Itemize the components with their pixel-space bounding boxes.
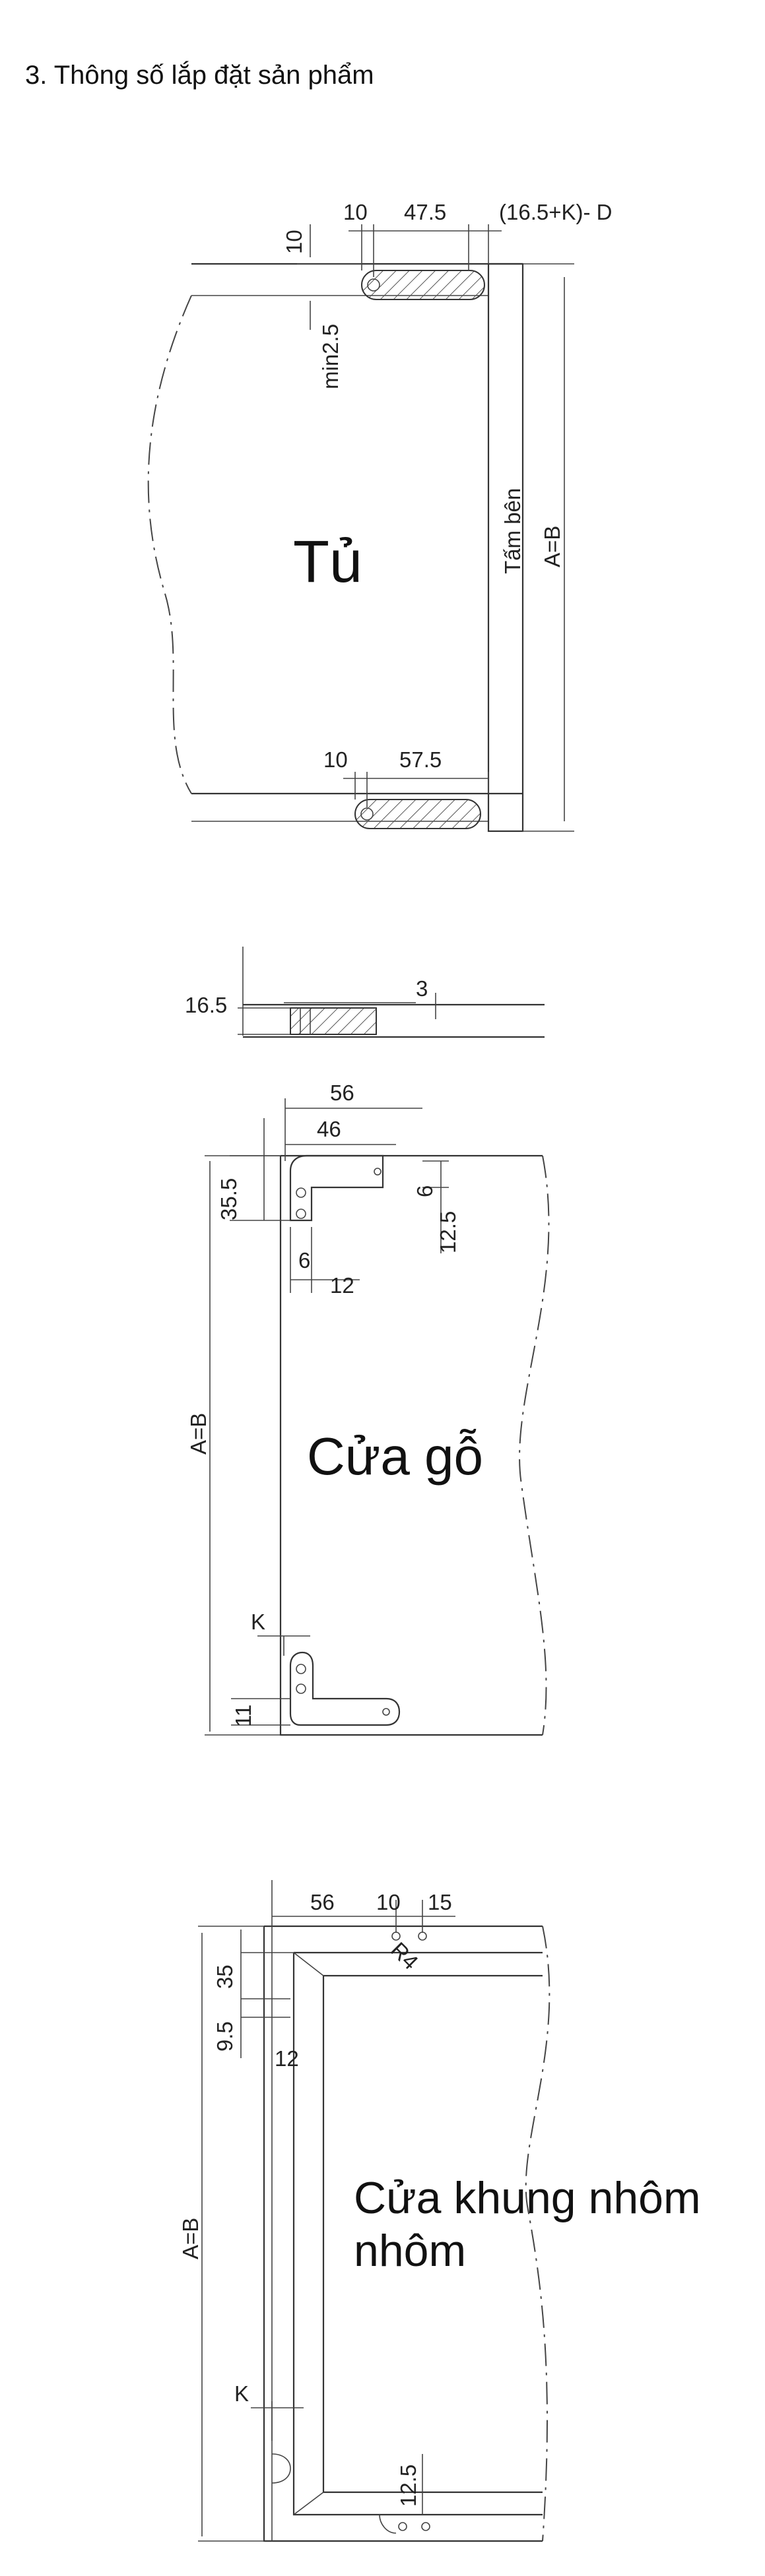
wood-dim-12-5: 12.5	[436, 1211, 460, 1253]
section-dim-16-5: 16.5	[185, 993, 227, 1017]
wood-dim-6b: 6	[298, 1248, 310, 1272]
wood-dim-12: 12	[330, 1273, 354, 1298]
section-drawing: 16.5 3	[185, 947, 545, 1038]
alu-dim-15: 15	[428, 1890, 452, 1914]
section-dim-3: 3	[416, 976, 428, 1001]
wood-height-label: A=B	[186, 1413, 211, 1455]
cabinet-drawing: 10 47.5 (16.5+K)- D 10 min2.5 10 57.5 Tủ…	[147, 200, 612, 832]
alu-dim-12: 12	[275, 2046, 299, 2071]
alu-dim-35: 35	[213, 1964, 237, 1989]
cabinet-dim-10: 10	[343, 200, 368, 224]
wood-dim-35-5: 35.5	[216, 1178, 241, 1220]
aluminum-door-drawing: 56 10 15 R4 35 9.5 12 K 12.5 A=B Cửa khu…	[178, 1880, 701, 2542]
side-panel-label: Tấm bên	[500, 488, 525, 574]
alu-dim-9-5: 9.5	[213, 2021, 237, 2052]
alu-door-label-line2: nhôm	[354, 2226, 466, 2276]
wood-door-drawing: 56 46 35.5 6 12.5 6 12 K 11 A=B Cửa gỗ	[186, 1081, 550, 1736]
alu-door-label-line1: Cửa khung nhôm	[354, 2173, 701, 2223]
alu-dim-10: 10	[376, 1890, 401, 1914]
wood-dim-46: 46	[317, 1117, 341, 1141]
cabinet-dim-left-10: 10	[282, 230, 306, 254]
cabinet-dim-57-5: 57.5	[399, 747, 442, 772]
cabinet-dim-min2-5: min2.5	[318, 324, 343, 389]
wood-dim-6a: 6	[413, 1185, 437, 1197]
wood-door-label: Cửa gỗ	[307, 1427, 483, 1486]
cabinet-dim-formula: (16.5+K)- D	[499, 200, 612, 224]
cabinet-height-label: A=B	[540, 526, 564, 567]
alu-dim-k: K	[234, 2381, 249, 2406]
wood-dim-k: K	[251, 1610, 265, 1634]
cabinet-dim-47-5: 47.5	[404, 200, 446, 224]
alu-dim-56: 56	[310, 1890, 335, 1914]
cabinet-dim-bottom-10: 10	[323, 747, 348, 772]
wood-dim-11: 11	[231, 1705, 255, 1727]
wood-dim-56: 56	[330, 1081, 354, 1105]
alu-dim-r4: R4	[386, 1937, 423, 1974]
alu-height-label: A=B	[178, 2218, 203, 2259]
alu-dim-12-5: 12.5	[396, 2465, 420, 2507]
cabinet-label: Tủ	[293, 529, 362, 595]
section-heading: 3. Thông số lắp đặt sản phẩm	[25, 61, 374, 90]
